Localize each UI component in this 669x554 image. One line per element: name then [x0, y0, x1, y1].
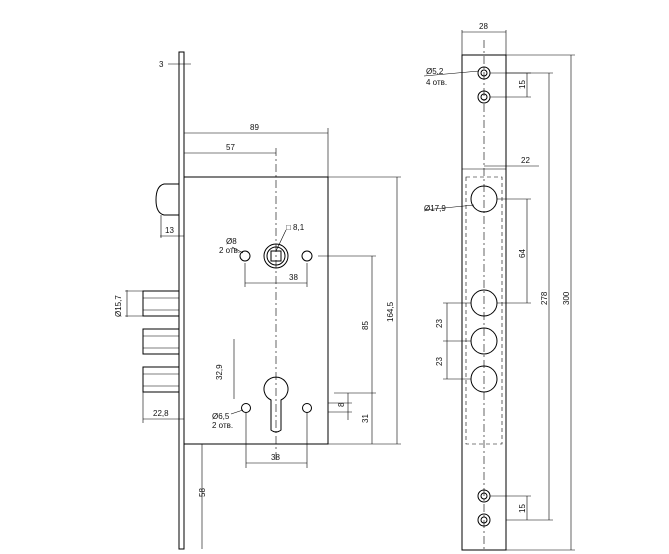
dim-8: 8: [337, 402, 346, 407]
hole-d65-left: [241, 403, 251, 413]
dim-58: 58: [198, 488, 207, 497]
latch: [155, 183, 179, 216]
dim-278: 278: [540, 291, 549, 305]
side-view: 28 Ø5,2 4 отв. 15 22 Ø17,9 64 278 300: [423, 22, 575, 552]
lock-body: [183, 176, 329, 445]
dim-hole-d8: Ø8: [226, 237, 237, 246]
dim-1645: 164,5: [386, 301, 395, 322]
dim-faceplate-thickness: 3: [159, 60, 164, 69]
dim-329: 32,9: [215, 364, 224, 380]
lock-body-outline: [465, 176, 503, 445]
bolt-2: [142, 328, 180, 355]
dim-width-89: 89: [250, 123, 259, 132]
dim-hole-d65-count: 2 отв.: [212, 421, 233, 430]
hole-d65-right: [302, 403, 312, 413]
dim-bolt-d157: Ø15,7: [114, 295, 123, 317]
mount-hole-bottom-2: [477, 513, 491, 527]
dim-23-a: 23: [435, 319, 444, 328]
dim-15-top: 15: [518, 80, 527, 89]
faceplate: [178, 51, 185, 550]
dim-cyl-holes-38: 38: [271, 453, 280, 462]
dim-228: 22,8: [153, 409, 169, 418]
bolts: [142, 290, 180, 393]
dim-hole-d179: Ø17,9: [424, 204, 446, 213]
dim-spindle-holes-38: 38: [289, 273, 298, 282]
cylinder-cutout: [263, 376, 289, 433]
dim-23-b: 23: [435, 357, 444, 366]
front-view: 3 89 57 □ 8,1 Ø8 2 отв. 13 38 Ø15,7 85: [114, 51, 401, 550]
dim-hole-d65: Ø6,5: [212, 412, 230, 421]
bolt-1: [142, 290, 180, 317]
bolt-3: [142, 366, 180, 393]
dim-15-bottom: 15: [518, 504, 527, 513]
dim-300: 300: [562, 291, 571, 305]
dim-22: 22: [521, 156, 530, 165]
dim-64: 64: [518, 249, 527, 258]
dim-13: 13: [165, 226, 174, 235]
faceplate-side: [461, 54, 507, 551]
dim-85: 85: [361, 321, 370, 330]
dim-hole-d52: Ø5,2: [426, 67, 444, 76]
dim-hole-d8-count: 2 отв.: [219, 246, 240, 255]
dim-hole-d52-count: 4 отв.: [426, 78, 447, 87]
dim-spindle-square: □ 8,1: [286, 223, 305, 232]
hole-d8-right: [301, 250, 313, 262]
dim-width-28: 28: [479, 22, 488, 31]
dim-31: 31: [361, 414, 370, 423]
dim-backset-57: 57: [226, 143, 235, 152]
hole-d8-left: [239, 250, 251, 262]
